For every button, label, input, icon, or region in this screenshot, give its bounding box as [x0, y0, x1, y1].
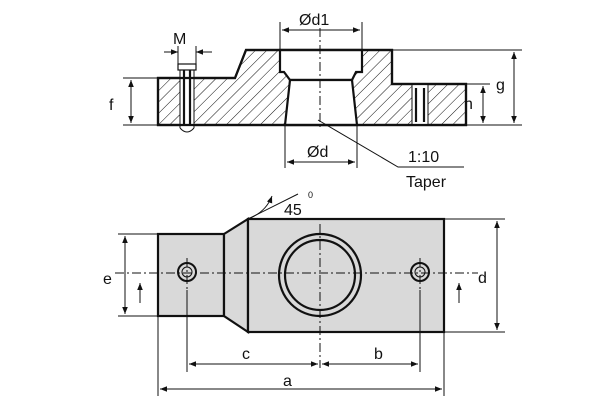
label-f: f	[109, 97, 114, 114]
taper-bore	[283, 78, 359, 127]
label-e: e	[103, 271, 112, 288]
plan-view	[115, 217, 478, 368]
label-taper-ratio: 1:10	[408, 149, 439, 166]
label-c: c	[242, 346, 250, 363]
label-d-dim: d	[478, 270, 487, 287]
plan-dimensions: e d 45 0 c b a	[103, 190, 505, 396]
plan-transition	[222, 217, 250, 335]
right-hole	[412, 84, 428, 125]
counterbore	[278, 48, 364, 82]
label-a: a	[283, 373, 292, 390]
section-view	[156, 28, 468, 133]
label-angle: 45	[284, 202, 302, 219]
label-g: g	[496, 77, 505, 94]
label-h: h	[464, 96, 473, 113]
label-degree: 0	[308, 190, 313, 200]
section-dimensions: M Ød1 f g h Ød 1:10 Taper	[109, 12, 522, 191]
label-b: b	[374, 346, 383, 363]
label-taper-word: Taper	[406, 174, 447, 191]
label-d: Ød	[307, 144, 328, 161]
label-M: M	[173, 31, 186, 48]
label-d1: Ød1	[299, 12, 329, 29]
